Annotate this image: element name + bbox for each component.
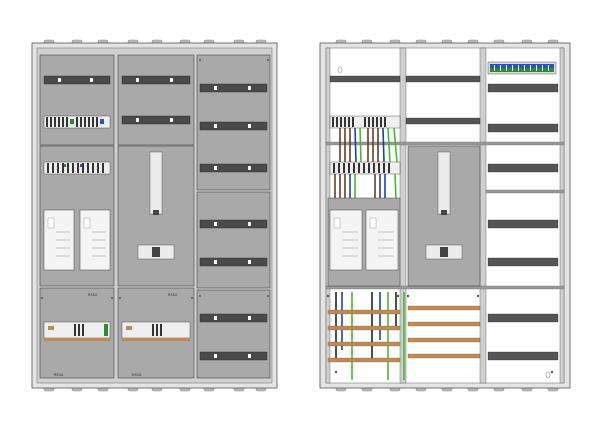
front-meter-fixture (137, 151, 175, 260)
front-panel-4 (117, 54, 195, 146)
front-label-bottom-right: RSSA (132, 373, 142, 377)
interior-breakers-top (329, 115, 401, 129)
front-din-covers (43, 75, 268, 361)
interior-keyholes (337, 66, 551, 379)
front-breakers-row-1 (43, 115, 111, 129)
interior-cables-lower (334, 173, 397, 201)
front-label-apz-right: RSSA (168, 293, 178, 297)
interior-cables-upper (339, 127, 398, 163)
interior-device-modules (327, 197, 401, 287)
interior-busbars (327, 305, 481, 363)
front-label-apz-left: RSSA (88, 293, 98, 297)
front-cover-slots (58, 78, 251, 358)
front-terminals (43, 321, 191, 341)
front-label-bottom-left: RSSA (54, 373, 64, 377)
interior-meter-plate (407, 145, 481, 287)
front-breakers-row-2 (43, 161, 111, 175)
front-view: RSSA RSSA RSSA RSSA (31, 39, 278, 392)
interior-terminal-strip (487, 61, 557, 75)
interior-din-rails (329, 75, 559, 361)
interior-breakers-mid (329, 161, 401, 175)
front-panel-1 (39, 54, 115, 146)
interior-view (319, 39, 571, 392)
front-panel-8 (196, 191, 271, 289)
front-divider-screws (41, 59, 269, 299)
front-panel-9 (196, 289, 271, 379)
front-device-modules (43, 209, 111, 271)
interior-screws (326, 294, 554, 374)
